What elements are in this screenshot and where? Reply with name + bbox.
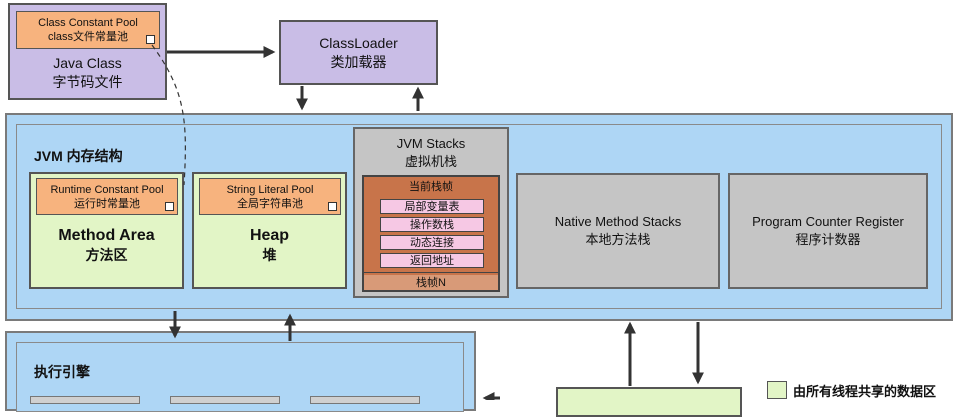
method-area-title: Method Area 方法区	[31, 224, 182, 266]
engine-subbox	[310, 396, 420, 404]
pc-register-title-en: Program Counter Register	[752, 214, 904, 229]
engine-subbox	[170, 396, 280, 404]
string-literal-pool-cn: 全局字符串池	[237, 197, 303, 210]
heap-title-cn: 堆	[262, 246, 277, 263]
native-stacks-title-en: Native Method Stacks	[554, 214, 682, 229]
class-constant-pool-en: Class Constant Pool	[38, 17, 138, 29]
method-area-box: Runtime Constant Pool 运行时常量池 Method Area…	[29, 172, 184, 289]
runtime-constant-pool-cn: 运行时常量池	[74, 197, 140, 210]
runtime-constant-pool: Runtime Constant Pool 运行时常量池	[36, 178, 178, 215]
heap-title: Heap 堆	[194, 224, 345, 266]
java-class-title-en: Java Class	[53, 55, 122, 71]
native-interface-box	[556, 387, 742, 417]
frame-item-dynamic-link: 动态连接	[380, 235, 484, 250]
class-constant-pool: Class Constant Pool class文件常量池	[16, 11, 160, 49]
frame-item-return-address: 返回地址	[380, 253, 484, 268]
method-area-title-en: Method Area	[58, 226, 155, 244]
class-constant-pool-cn: class文件常量池	[47, 31, 129, 43]
shared-area-marker-icon	[165, 202, 174, 211]
jvm-stacks-title-en: JVM Stacks	[396, 136, 466, 151]
shared-area-marker-icon	[146, 35, 155, 44]
shared-area-marker-icon	[328, 202, 337, 211]
legend-swatch	[767, 381, 787, 399]
frame-item-operand-stack: 操作数栈	[380, 217, 484, 232]
pc-register-title-cn: 程序计数器	[795, 232, 861, 247]
pc-register-box: Program Counter Register 程序计数器	[728, 173, 928, 289]
native-stacks-title-cn: 本地方法栈	[585, 232, 651, 247]
classloader-title-cn: 类加载器	[330, 53, 387, 70]
runtime-constant-pool-en: Runtime Constant Pool	[50, 183, 164, 196]
heap-box: String Literal Pool 全局字符串池 Heap 堆	[192, 172, 347, 289]
native-method-stacks-box: Native Method Stacks 本地方法栈	[516, 173, 720, 289]
stack-frames: 当前栈帧 局部变量表 操作数栈 动态连接 返回地址 栈帧N	[362, 175, 500, 292]
jvm-stacks-title: JVM Stacks 虚拟机栈	[355, 135, 507, 171]
engine-subbox	[30, 396, 140, 404]
classloader-title-en: ClassLoader	[319, 34, 398, 51]
method-area-title-cn: 方法区	[85, 246, 128, 263]
jvm-stacks-box: JVM Stacks 虚拟机栈 当前栈帧 局部变量表 操作数栈 动态连接 返回地…	[353, 127, 509, 298]
legend-label: 由所有线程共享的数据区	[793, 384, 937, 399]
frame-divider	[362, 272, 500, 273]
frame-item-local-vars: 局部变量表	[380, 199, 484, 214]
heap-title-en: Heap	[249, 226, 290, 244]
java-class-title: Java Class 字节码文件	[10, 51, 165, 95]
current-frame-label: 当前栈帧	[409, 181, 453, 193]
jvm-stacks-title-cn: 虚拟机栈	[404, 154, 457, 169]
frame-n-label: 栈帧N	[364, 275, 498, 290]
jvm-memory-title: JVM 内存结构	[34, 148, 123, 164]
execution-engine-title: 执行引擎	[34, 364, 90, 380]
string-literal-pool-en: String Literal Pool	[226, 183, 314, 196]
java-class-box: Class Constant Pool class文件常量池 Java Clas…	[8, 3, 167, 100]
string-literal-pool: String Literal Pool 全局字符串池	[199, 178, 341, 215]
java-class-title-cn: 字节码文件	[52, 74, 123, 90]
classloader-box: ClassLoader 类加载器	[279, 20, 438, 85]
